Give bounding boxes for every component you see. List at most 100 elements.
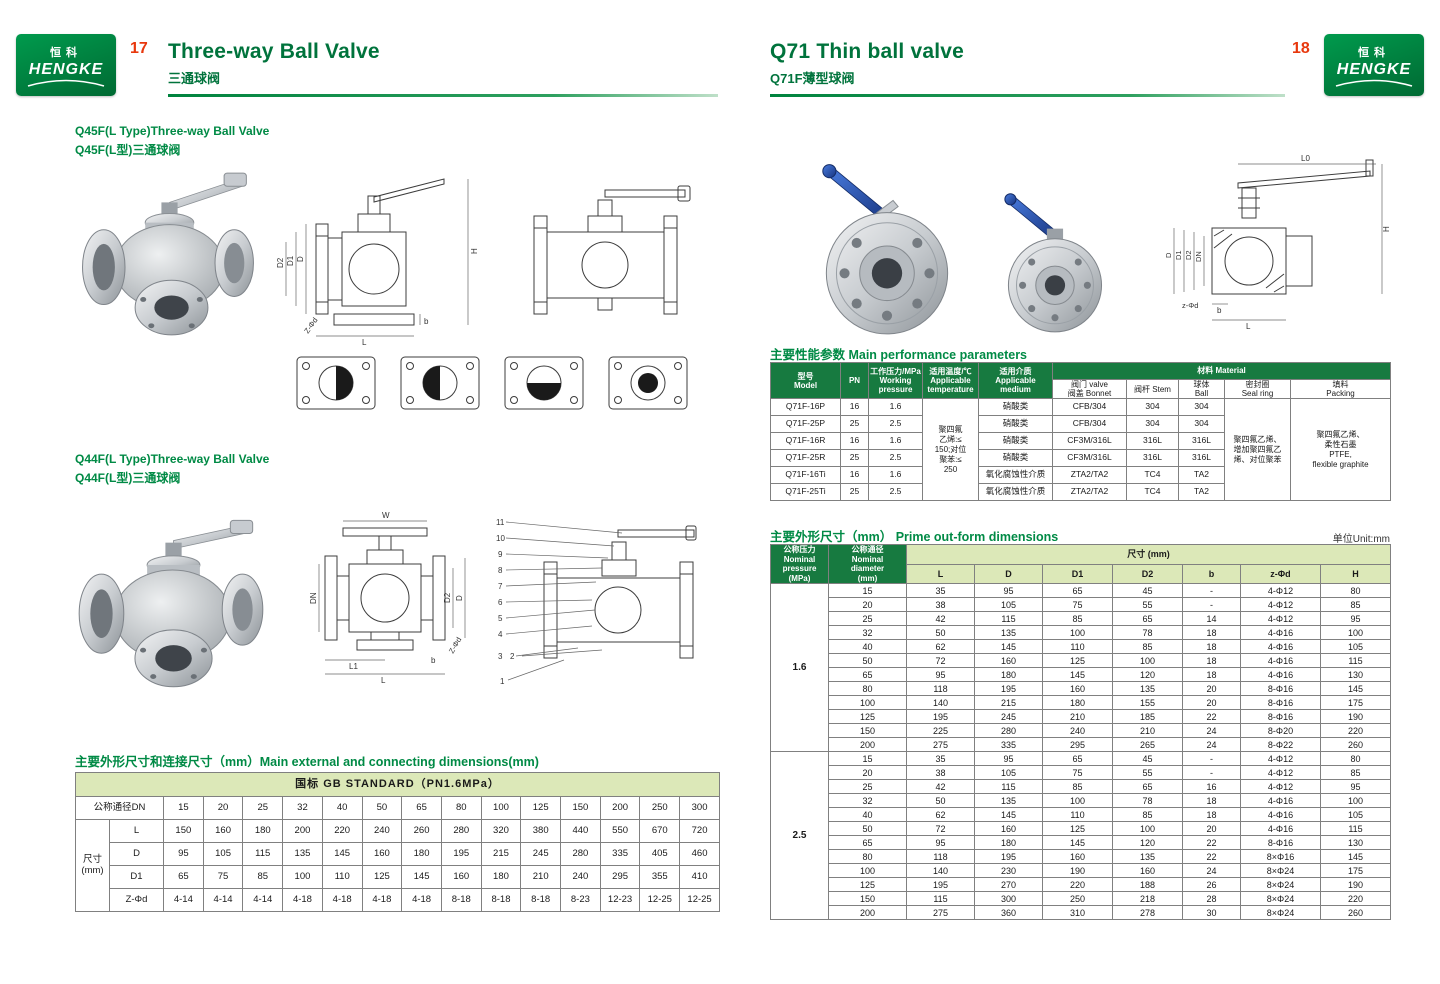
out-cell: 245 — [974, 709, 1043, 725]
gb-table-title: 主要外形尺寸和连接尺寸（mm）Main external and connect… — [75, 755, 539, 769]
out-cell: 85 — [1042, 611, 1113, 627]
dim-cell: 8-18 — [440, 888, 482, 912]
out-cell: 95 — [974, 583, 1043, 599]
out-cell: 26 — [1182, 877, 1241, 893]
dim-label-b: b — [424, 317, 429, 326]
out-cell: 30 — [1182, 905, 1241, 921]
out-cell: 265 — [1112, 737, 1183, 753]
out-cell: 50 — [906, 793, 975, 809]
out-cell: 22 — [1182, 849, 1241, 865]
perf-pressure: 1.6 — [868, 398, 923, 417]
dim-cell: 220 — [321, 819, 363, 843]
out-cell: 65 — [1112, 779, 1183, 795]
out-cell: 4-Φ16 — [1240, 821, 1321, 837]
out-cell: 20 — [828, 597, 907, 613]
dim-cell: 100 — [282, 865, 323, 889]
q71f-dimension-drawing: L0 H D D1 D2 DN b L z-Φd — [1164, 154, 1391, 331]
dim-cell: 260 — [401, 819, 442, 843]
dim-label-D1: D1 — [286, 255, 295, 266]
hengke-logo-left: 恒科 HENGKE — [16, 34, 116, 96]
dim-cell: 65 — [163, 865, 204, 889]
out-cell: 95 — [974, 751, 1043, 767]
out-cell: 20 — [1182, 821, 1241, 837]
out-cell: 35 — [906, 751, 975, 767]
out-cell: 310 — [1042, 905, 1113, 921]
perf-pn: 16 — [840, 466, 869, 485]
out-cell: 200 — [828, 905, 907, 921]
dim-label-H: H — [470, 248, 479, 254]
out-cell: 260 — [1320, 737, 1391, 753]
out-cell: 4-Φ12 — [1240, 611, 1321, 627]
out-cell: 188 — [1112, 877, 1183, 893]
perf-model: Q71F-25Ti — [770, 483, 841, 502]
dim-cell: 105 — [202, 842, 244, 866]
part-no: 1 — [500, 677, 505, 686]
title-block-right: Q71 Thin ball valve Q71F薄型球阀 — [770, 40, 1285, 97]
perf-bonnet: ZTA2/TA2 — [1052, 483, 1127, 502]
perf-pressure: 1.6 — [868, 432, 923, 451]
out-cell: 240 — [1042, 723, 1113, 739]
dim-cell: 245 — [520, 842, 562, 866]
out-cell: 18 — [1182, 807, 1241, 823]
out-cell: 8×Φ24 — [1240, 877, 1321, 893]
dn-value: 40 — [321, 796, 363, 820]
title-rule-right — [770, 94, 1285, 97]
dim-cell: 280 — [440, 819, 482, 843]
page-title-right-cn: Q71F薄型球阀 — [770, 71, 855, 86]
perf-model: Q71F-16P — [770, 398, 841, 417]
out-cell: 38 — [906, 765, 975, 781]
out-cell: 8-Φ16 — [1240, 681, 1321, 697]
out-cell: 65 — [1112, 611, 1183, 627]
out-cell: 38 — [906, 597, 975, 613]
out-h-col: z-Φd — [1240, 563, 1321, 585]
perf-bonnet: ZTA2/TA2 — [1052, 466, 1127, 485]
dim-cell: 240 — [560, 865, 601, 889]
out-cell: 18 — [1182, 793, 1241, 809]
out-cell: 160 — [974, 821, 1043, 837]
out-cell: 118 — [906, 849, 975, 865]
out-cell: 145 — [974, 639, 1043, 655]
dn-value: 65 — [401, 796, 442, 820]
dim-cell: 295 — [599, 865, 641, 889]
dn-value: 15 — [163, 796, 204, 820]
out-cell: 100 — [1112, 653, 1183, 669]
out-cell: 24 — [1182, 863, 1241, 879]
dim-cell: 240 — [361, 819, 403, 843]
dim-label-L: L — [381, 676, 386, 685]
out-cell: 95 — [1320, 611, 1391, 627]
out-cell: 100 — [1112, 821, 1183, 837]
dim-label-Zd: Z-Φd — [302, 316, 319, 335]
part-no: 6 — [498, 598, 503, 607]
perf-ball: 316L — [1178, 432, 1225, 451]
out-cell: 20 — [1182, 695, 1241, 711]
out-cell: 85 — [1320, 597, 1391, 613]
gb-standard-header: 国标 GB STANDARD（PN1.6MPa） — [75, 772, 720, 797]
out-cell: 4-Φ16 — [1240, 807, 1321, 823]
out-cell: 180 — [974, 667, 1043, 683]
dim-cell: 95 — [163, 842, 204, 866]
flange-section-drawing-2 — [400, 356, 480, 410]
perf-h-pn: PN — [840, 361, 869, 400]
out-cell: 4-Φ12 — [1240, 779, 1321, 795]
perf-pressure: 2.5 — [868, 449, 923, 468]
perf-pn: 25 — [840, 415, 869, 434]
out-cell: 130 — [1320, 835, 1391, 851]
out-cell: 4-Φ12 — [1240, 583, 1321, 599]
out-cell: 260 — [1320, 905, 1391, 921]
out-cell: 145 — [974, 807, 1043, 823]
dim-label-D: D — [455, 595, 464, 601]
dim-label-W: W — [382, 511, 390, 520]
dim-cell: 160 — [202, 819, 244, 843]
out-cell: 20 — [1182, 681, 1241, 697]
dn-value: 25 — [242, 796, 284, 820]
out-cell: 335 — [974, 737, 1043, 753]
out-cell: 95 — [1320, 779, 1391, 795]
q45f-title-en: Q45F(L Type)Three-way Ball Valve — [75, 124, 270, 138]
q45f-title-cn: Q45F(L型)三通球阀 — [75, 143, 181, 157]
out-cell: 42 — [906, 779, 975, 795]
out-cell: 8×Φ24 — [1240, 891, 1321, 907]
dim-label-D: D — [1164, 252, 1173, 258]
page-number-left: 17 — [130, 40, 148, 57]
dn-value: 300 — [679, 796, 720, 820]
